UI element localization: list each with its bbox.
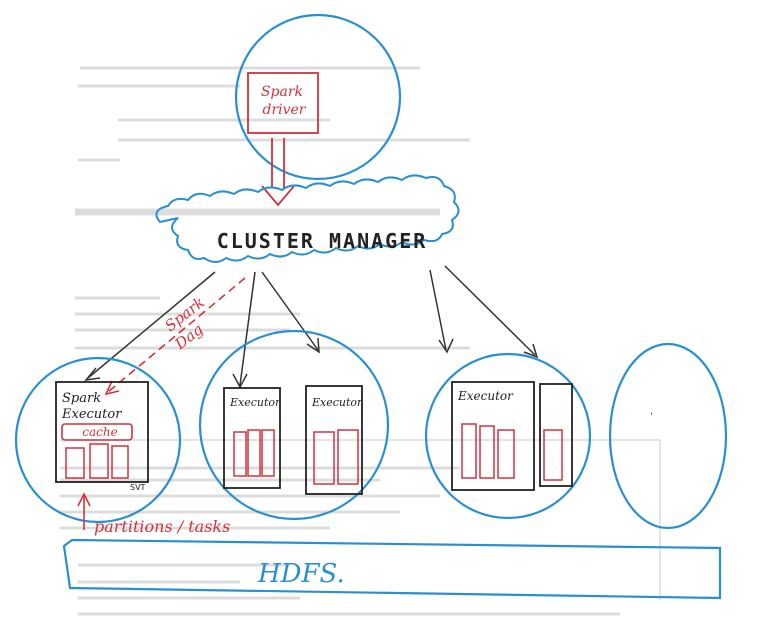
spark-executor-label-line2: Executor bbox=[61, 407, 122, 422]
executor-label-2a: Executor bbox=[229, 396, 281, 409]
worker-node-4 bbox=[608, 342, 728, 530]
executor-3-partitions bbox=[461, 423, 515, 479]
executor-label-3: Executor bbox=[457, 389, 514, 403]
worker-node-4-mark: , bbox=[650, 406, 653, 417]
hdfs-storage-bar bbox=[62, 538, 722, 600]
executor-box-2b bbox=[305, 385, 363, 495]
partitions-tasks-arrow bbox=[77, 492, 91, 530]
hdfs-label: HDFS. bbox=[257, 559, 345, 589]
executor-label-2b: Executor bbox=[311, 396, 363, 409]
executor-2b-partitions bbox=[313, 429, 359, 485]
executor-box-2a bbox=[223, 387, 281, 489]
spark-executor-box bbox=[55, 381, 149, 483]
driver-to-manager-arrow bbox=[261, 138, 295, 207]
spark-driver-box bbox=[247, 72, 319, 134]
cache-box bbox=[61, 423, 133, 441]
driver-node-circle bbox=[234, 13, 402, 181]
worker-node-2 bbox=[198, 329, 390, 521]
spark-driver-label-line2: driver bbox=[262, 102, 306, 118]
worker-node-3 bbox=[424, 352, 592, 520]
spark-executor-label-line1: Spark bbox=[62, 391, 101, 406]
executor-3b-partition bbox=[543, 429, 563, 481]
worker-1-note: SVT bbox=[130, 483, 146, 492]
spark-driver-label-line1: Spark bbox=[261, 84, 303, 100]
faint-background-text bbox=[60, 66, 661, 616]
spark-dag-arrow bbox=[104, 277, 246, 396]
cache-label: cache bbox=[82, 425, 117, 439]
executor-1-partitions bbox=[65, 443, 129, 479]
manager-to-executor-arrows bbox=[84, 265, 539, 389]
executor-2a-partitions bbox=[233, 429, 275, 477]
executor-box-3b bbox=[539, 383, 573, 487]
worker-node-1 bbox=[14, 356, 182, 524]
executor-box-3 bbox=[451, 381, 535, 491]
partitions-tasks-label: partitions / tasks bbox=[94, 517, 230, 536]
cluster-manager-cloud bbox=[155, 174, 460, 263]
cluster-manager-label: CLUSTER MANAGER bbox=[217, 229, 428, 253]
